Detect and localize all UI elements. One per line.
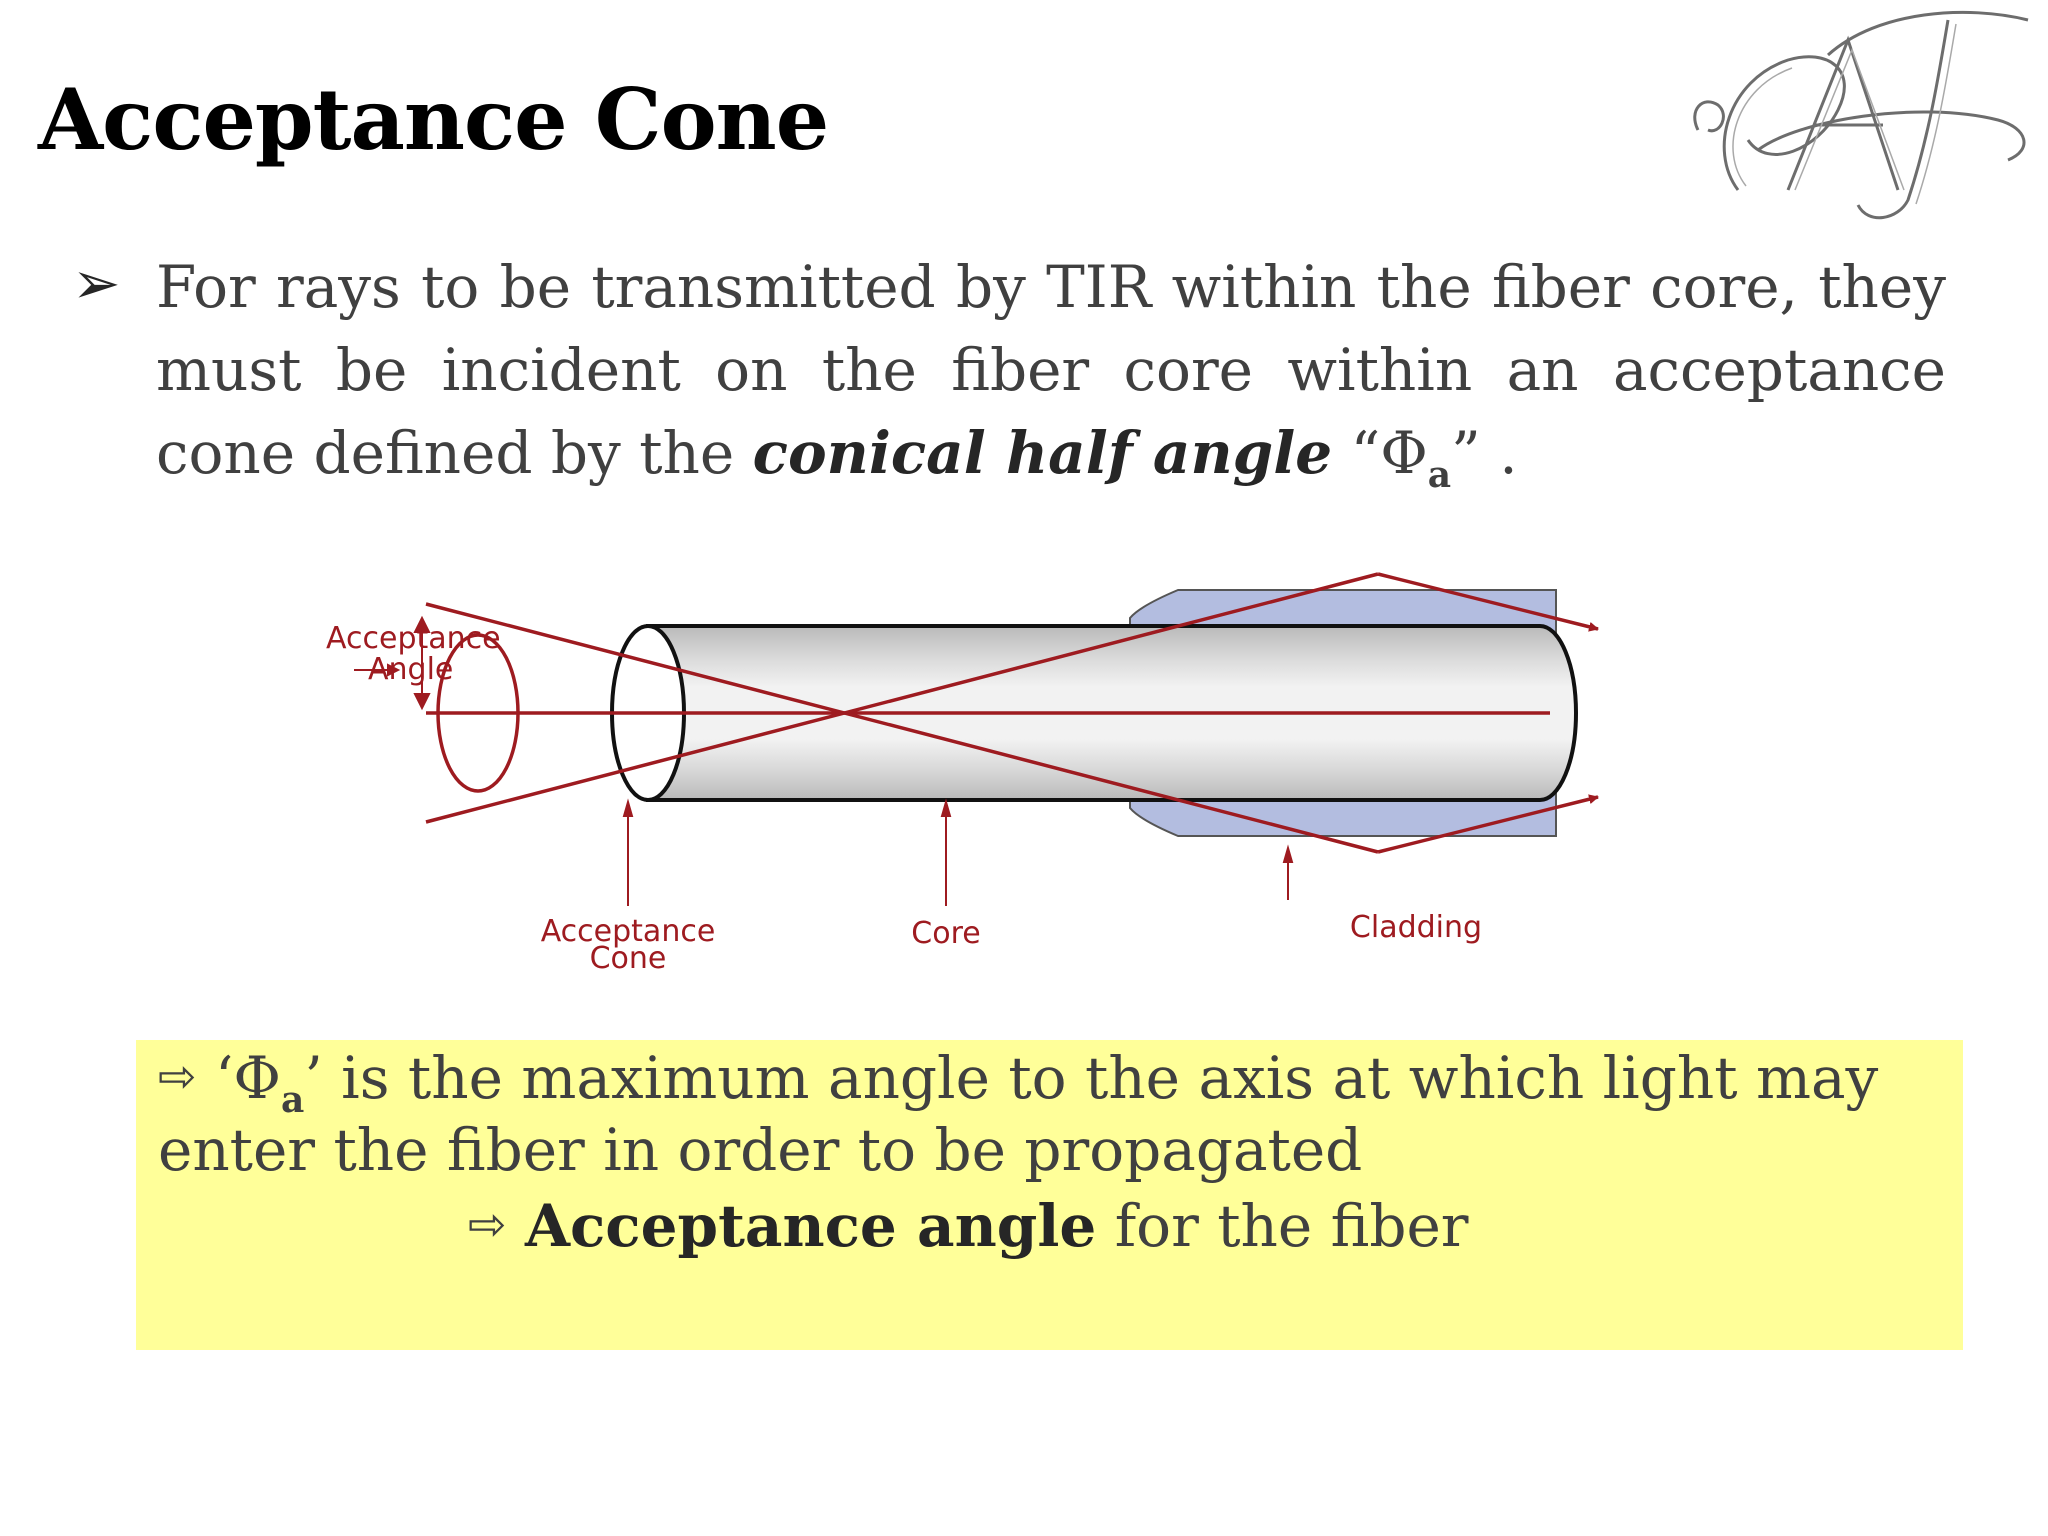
arrow-icon: ⇨ xyxy=(158,1049,197,1103)
label-acceptance-cone-line1: Acceptance xyxy=(541,914,716,949)
bullet-subscript: a xyxy=(1427,454,1452,496)
callout-line2: ⇨ Acceptance angle for the fiber xyxy=(468,1188,1469,1262)
monogram-logo xyxy=(1693,10,2029,220)
slide-title: Acceptance Cone xyxy=(38,70,829,169)
callout-phi-open: ‘Φ xyxy=(196,1044,281,1112)
label-pointers xyxy=(622,798,1294,906)
callout-box xyxy=(136,1040,1963,1350)
bullet-marker: ➢ xyxy=(72,249,121,317)
acceptance-cone-diagram: Acceptance Angle Acceptance Cone Core Cl… xyxy=(326,572,1599,976)
callout-line2-text: for the fiber xyxy=(1096,1192,1469,1260)
bullet-quote-close: ” . xyxy=(1451,419,1518,487)
bullet-text-start: For rays to be transmitted by TIR within… xyxy=(156,253,1946,487)
callout-line1b-text: enter the fiber in order to be propagate… xyxy=(158,1116,1363,1184)
label-acceptance-angle-line1: Acceptance xyxy=(326,621,501,656)
label-acceptance-cone-line2: Cone xyxy=(590,941,667,976)
bullet-quote-open: “Φ xyxy=(1332,419,1428,487)
label-cladding: Cladding xyxy=(1350,910,1482,945)
ray-arrow-upper xyxy=(1377,572,1599,632)
callout-bold-term: Acceptance angle xyxy=(524,1192,1097,1260)
callout-line1: ⇨ ‘Φa’ is the maximum angle to the axis … xyxy=(158,1040,1878,1186)
arrow-icon: ⇨ xyxy=(468,1197,507,1251)
acceptance-angle-indicator xyxy=(354,615,431,711)
bullet-text: For rays to be transmitted by TIR within… xyxy=(156,246,1946,495)
ray-arrow-lower xyxy=(1377,794,1599,854)
bullet-emphasis: conical half angle xyxy=(752,419,1333,487)
label-acceptance-angle-line2: Angle xyxy=(368,652,453,687)
light-rays xyxy=(425,572,1599,854)
callout-line1-text: ’ is the maximum angle to the axis at wh… xyxy=(304,1044,1879,1112)
callout-subscript: a xyxy=(280,1079,305,1121)
label-core: Core xyxy=(911,916,980,951)
